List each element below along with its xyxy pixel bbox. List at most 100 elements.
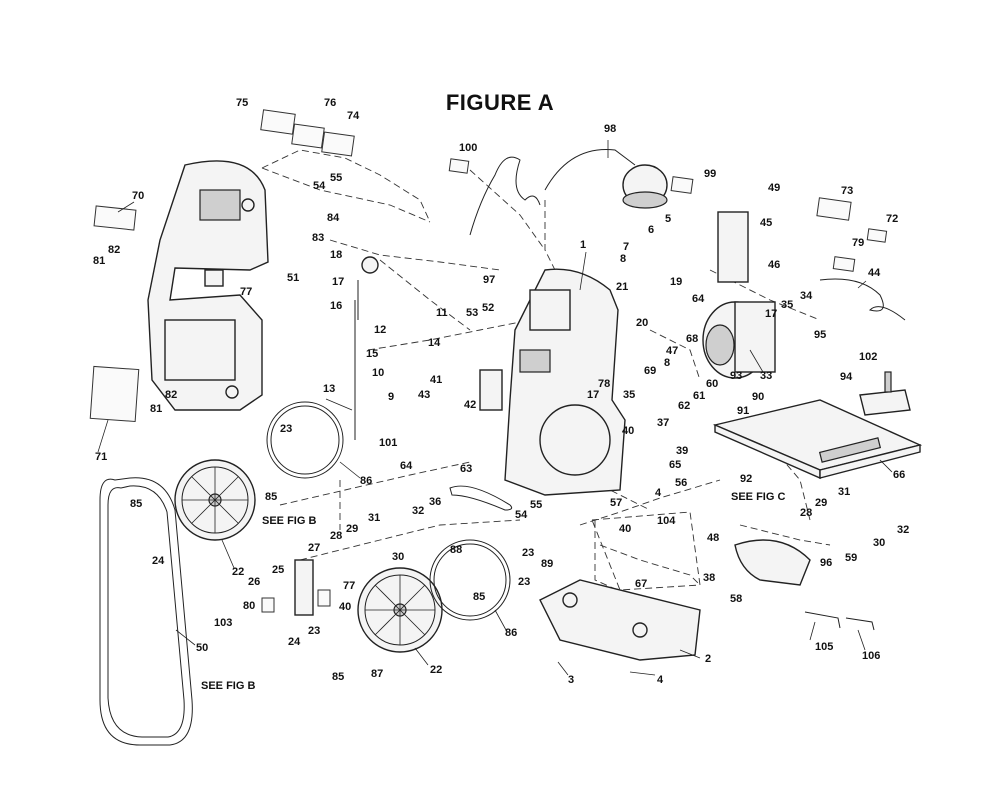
leader-lines [97,140,893,676]
callout-78: 78 [598,378,610,390]
blade-guard [294,559,314,616]
callout-22b: 22 [430,664,442,676]
ref-see-fig-b-lower: SEE FIG B [201,680,255,692]
callout-38: 38 [703,572,715,584]
callout-41: 41 [430,374,442,386]
callout-26: 26 [248,576,260,588]
callout-24b: 24 [288,636,301,648]
callout-4: 4 [657,674,664,686]
tire-upper [266,401,344,479]
callout-85b: 85 [265,491,277,503]
callout-23: 23 [280,423,292,435]
callout-79: 79 [852,237,864,249]
hex-key-106 [845,617,875,631]
callout-102: 102 [859,351,877,363]
callout-53: 53 [466,307,478,319]
callout-37: 37 [657,417,669,429]
pulley-guard [734,539,811,586]
callout-89: 89 [541,558,553,570]
callout-23d: 23 [522,547,534,559]
callout-32b: 32 [897,524,909,536]
callout-42: 42 [464,399,476,411]
decal-76 [291,123,325,149]
callout-25: 25 [272,564,284,576]
callout-17b: 17 [587,389,599,401]
base-plate [539,579,701,661]
callout-17: 17 [332,276,344,288]
upper-wheel-cover [147,160,269,411]
motor [702,301,776,379]
callout-86: 86 [360,475,372,487]
callout-65: 65 [669,459,681,471]
callout-86b: 86 [505,627,517,639]
callout-62: 62 [678,400,690,412]
callout-92: 92 [740,473,752,485]
callout-66: 66 [893,469,905,481]
callout-100: 100 [459,142,477,154]
callout-54: 54 [313,180,326,192]
callout-97: 97 [483,274,495,286]
power-cord [469,156,541,236]
callout-33: 33 [760,370,772,382]
callout-77: 77 [240,286,252,298]
tension-knob [361,256,379,274]
callout-96: 96 [820,557,832,569]
callout-8: 8 [620,253,626,265]
callout-4b: 4 [655,487,662,499]
callout-85d: 85 [473,591,485,603]
decal-75 [260,109,296,135]
decal-79 [832,256,856,272]
decal-73 [816,197,852,221]
callout-17c: 17 [765,308,777,320]
callout-5: 5 [665,213,671,225]
callout-28b: 28 [800,507,812,519]
callout-31: 31 [368,512,380,524]
callout-16: 16 [330,300,342,312]
hex-key-105 [804,611,841,629]
callout-69: 69 [644,365,656,377]
saw-blade-band [99,477,193,746]
main-frame [479,268,626,496]
decal-80 [261,597,275,613]
callout-91: 91 [737,405,749,417]
callout-12: 12 [374,324,386,336]
callout-60: 60 [706,378,718,390]
callout-84: 84 [327,212,340,224]
callout-28: 28 [330,530,342,542]
callout-67: 67 [635,578,647,590]
drive-belt [449,485,513,511]
callout-8b: 8 [664,357,670,369]
callout-82: 82 [108,244,120,256]
callout-59: 59 [845,552,857,564]
callout-44: 44 [868,267,881,279]
callout-70: 70 [132,190,144,202]
callout-81: 81 [93,255,105,267]
callout-10: 10 [372,367,384,379]
callout-40c: 40 [339,601,351,613]
callout-81b: 81 [150,403,162,415]
callout-58: 58 [730,593,742,605]
callout-3: 3 [568,674,574,686]
callout-64b: 64 [692,293,705,305]
callout-46: 46 [768,259,780,271]
callout-labels: 1 2 3 4 4 5 6 7 8 8 9 10 11 12 13 14 15 … [93,97,909,686]
callout-71: 71 [95,451,107,463]
decal-71 [89,365,140,423]
callout-101: 101 [379,437,397,449]
callout-40: 40 [622,425,634,437]
callout-15: 15 [366,348,378,360]
callout-55: 55 [330,172,342,184]
callout-14: 14 [428,337,441,349]
figure-title: FIGURE A [445,90,555,115]
callout-76: 76 [324,97,336,109]
callout-29b: 29 [815,497,827,509]
decal-77-guard [317,589,331,607]
callout-87: 87 [371,668,383,680]
callout-32: 32 [412,505,424,517]
callout-23b: 23 [308,625,320,637]
tire-lower [429,539,511,621]
callout-20: 20 [636,317,648,329]
callout-106: 106 [862,650,880,662]
callout-95: 95 [814,329,826,341]
wheel-left [174,459,256,541]
